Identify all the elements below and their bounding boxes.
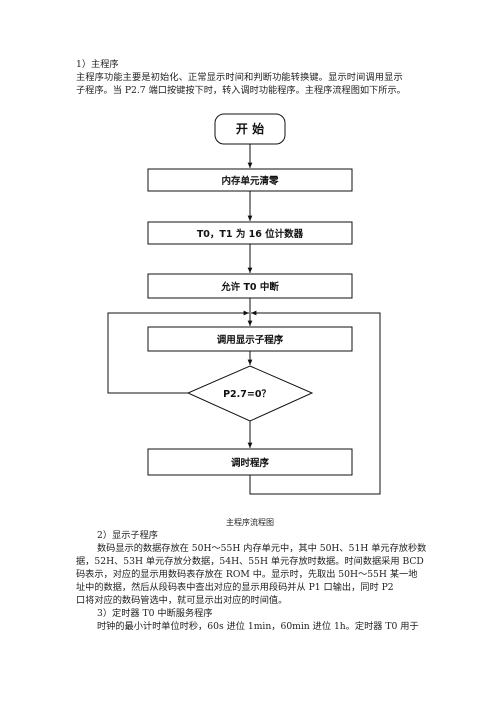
section1-para-line1: 主程序功能主要是初始化、正常显示时间和判断功能转换键。显示时间调用显示 (76, 72, 403, 83)
timer-config-label: T0，T1 为 16 位计数器 (197, 228, 304, 240)
no-loop-line (107, 310, 249, 394)
call-display-box (147, 326, 353, 352)
section3-line1: 时钟的最小计时单位时秒，60s 进位 1min，60min 进位 1h。定时器 … (97, 621, 419, 632)
section3-heading: 3）定时器 T0 中断服务程序 (97, 608, 213, 619)
section2-line1: 数码显示的数据存放在 50H～55H 内存单元中，其中 50H、51H 单元存放… (97, 543, 427, 554)
return-loop-line (249, 310, 381, 495)
decision-label: P2.7=0？ (223, 389, 271, 400)
adjust-time-box (147, 448, 353, 476)
section2-line2: 据，52H、53H 单元存放分数据，54H、55H 单元存放时数据。时间数据采用… (76, 556, 424, 567)
call-display-label: 调用显示子程序 (217, 334, 284, 346)
section2-line3: 码表示，对应的显示用数码表存放在 ROM 中。显示时，先取出 50H～55H 某… (76, 569, 418, 580)
clear-memory-label: 内存单元清零 (221, 175, 279, 187)
start-label: 开 始 (236, 121, 264, 136)
flowchart-caption: 主程序流程图 (226, 517, 274, 527)
section2-heading: 2）显示子程序 (97, 530, 158, 541)
adjust-time-label: 调时程序 (231, 457, 270, 469)
section2-line5: 口将对应的数码管选中，就可显示出对应的时间值。 (76, 595, 288, 606)
section2-line4: 址中的数据，然后从段码表中查出对应的显示用段码并从 P1 口输出，同时 P2 (76, 582, 394, 593)
section1-heading: 1）主程序 (76, 59, 119, 70)
enable-interrupt-box (147, 273, 353, 299)
section1-para-line2: 子程序。当 P2.7 端口按键按下时，转入调时功能程序。主程序流程图如下所示。 (76, 85, 406, 96)
enable-interrupt-label: 允许 T0 中断 (220, 281, 279, 293)
